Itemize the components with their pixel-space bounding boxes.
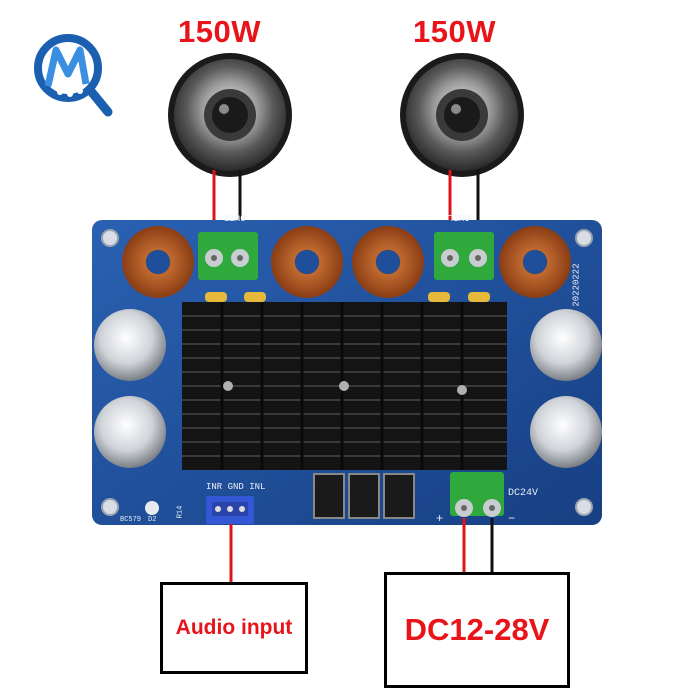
- left-output-silk: OUTR: [224, 212, 246, 222]
- electrolytic-capacitors: [94, 309, 602, 468]
- dc-range-label: DC12-28V: [404, 612, 550, 647]
- d2-silk: D2: [148, 516, 157, 524]
- transistors: [313, 473, 415, 519]
- right-output-terminal: [434, 232, 494, 280]
- right-output-silk: OUTL: [448, 212, 470, 222]
- plus-silk: +: [436, 512, 444, 526]
- left-output-terminal: [198, 232, 258, 280]
- audio-input-label-box: Audio input: [160, 582, 308, 674]
- minus-silk: −: [508, 512, 516, 526]
- power-silk: DC24V: [508, 488, 539, 499]
- mq-logo: [30, 28, 120, 118]
- power-terminal: [450, 472, 504, 517]
- date-code-silk: 20220222: [571, 263, 582, 307]
- r14-silk: R14: [176, 505, 185, 519]
- audio-input-connector: [206, 496, 254, 524]
- right-speaker-power-label: 150W: [413, 14, 496, 49]
- left-speaker: [168, 53, 292, 177]
- right-speaker: [400, 53, 524, 177]
- audio-input-label: Audio input: [175, 616, 293, 639]
- left-speaker-power-label: 150W: [178, 14, 261, 49]
- input-silk: INR GND INL: [206, 482, 266, 492]
- heatsink: [182, 302, 507, 470]
- dc-range-label-box: DC12-28V: [384, 572, 570, 688]
- inductors: [122, 226, 571, 298]
- model-silk: BC579: [120, 516, 142, 524]
